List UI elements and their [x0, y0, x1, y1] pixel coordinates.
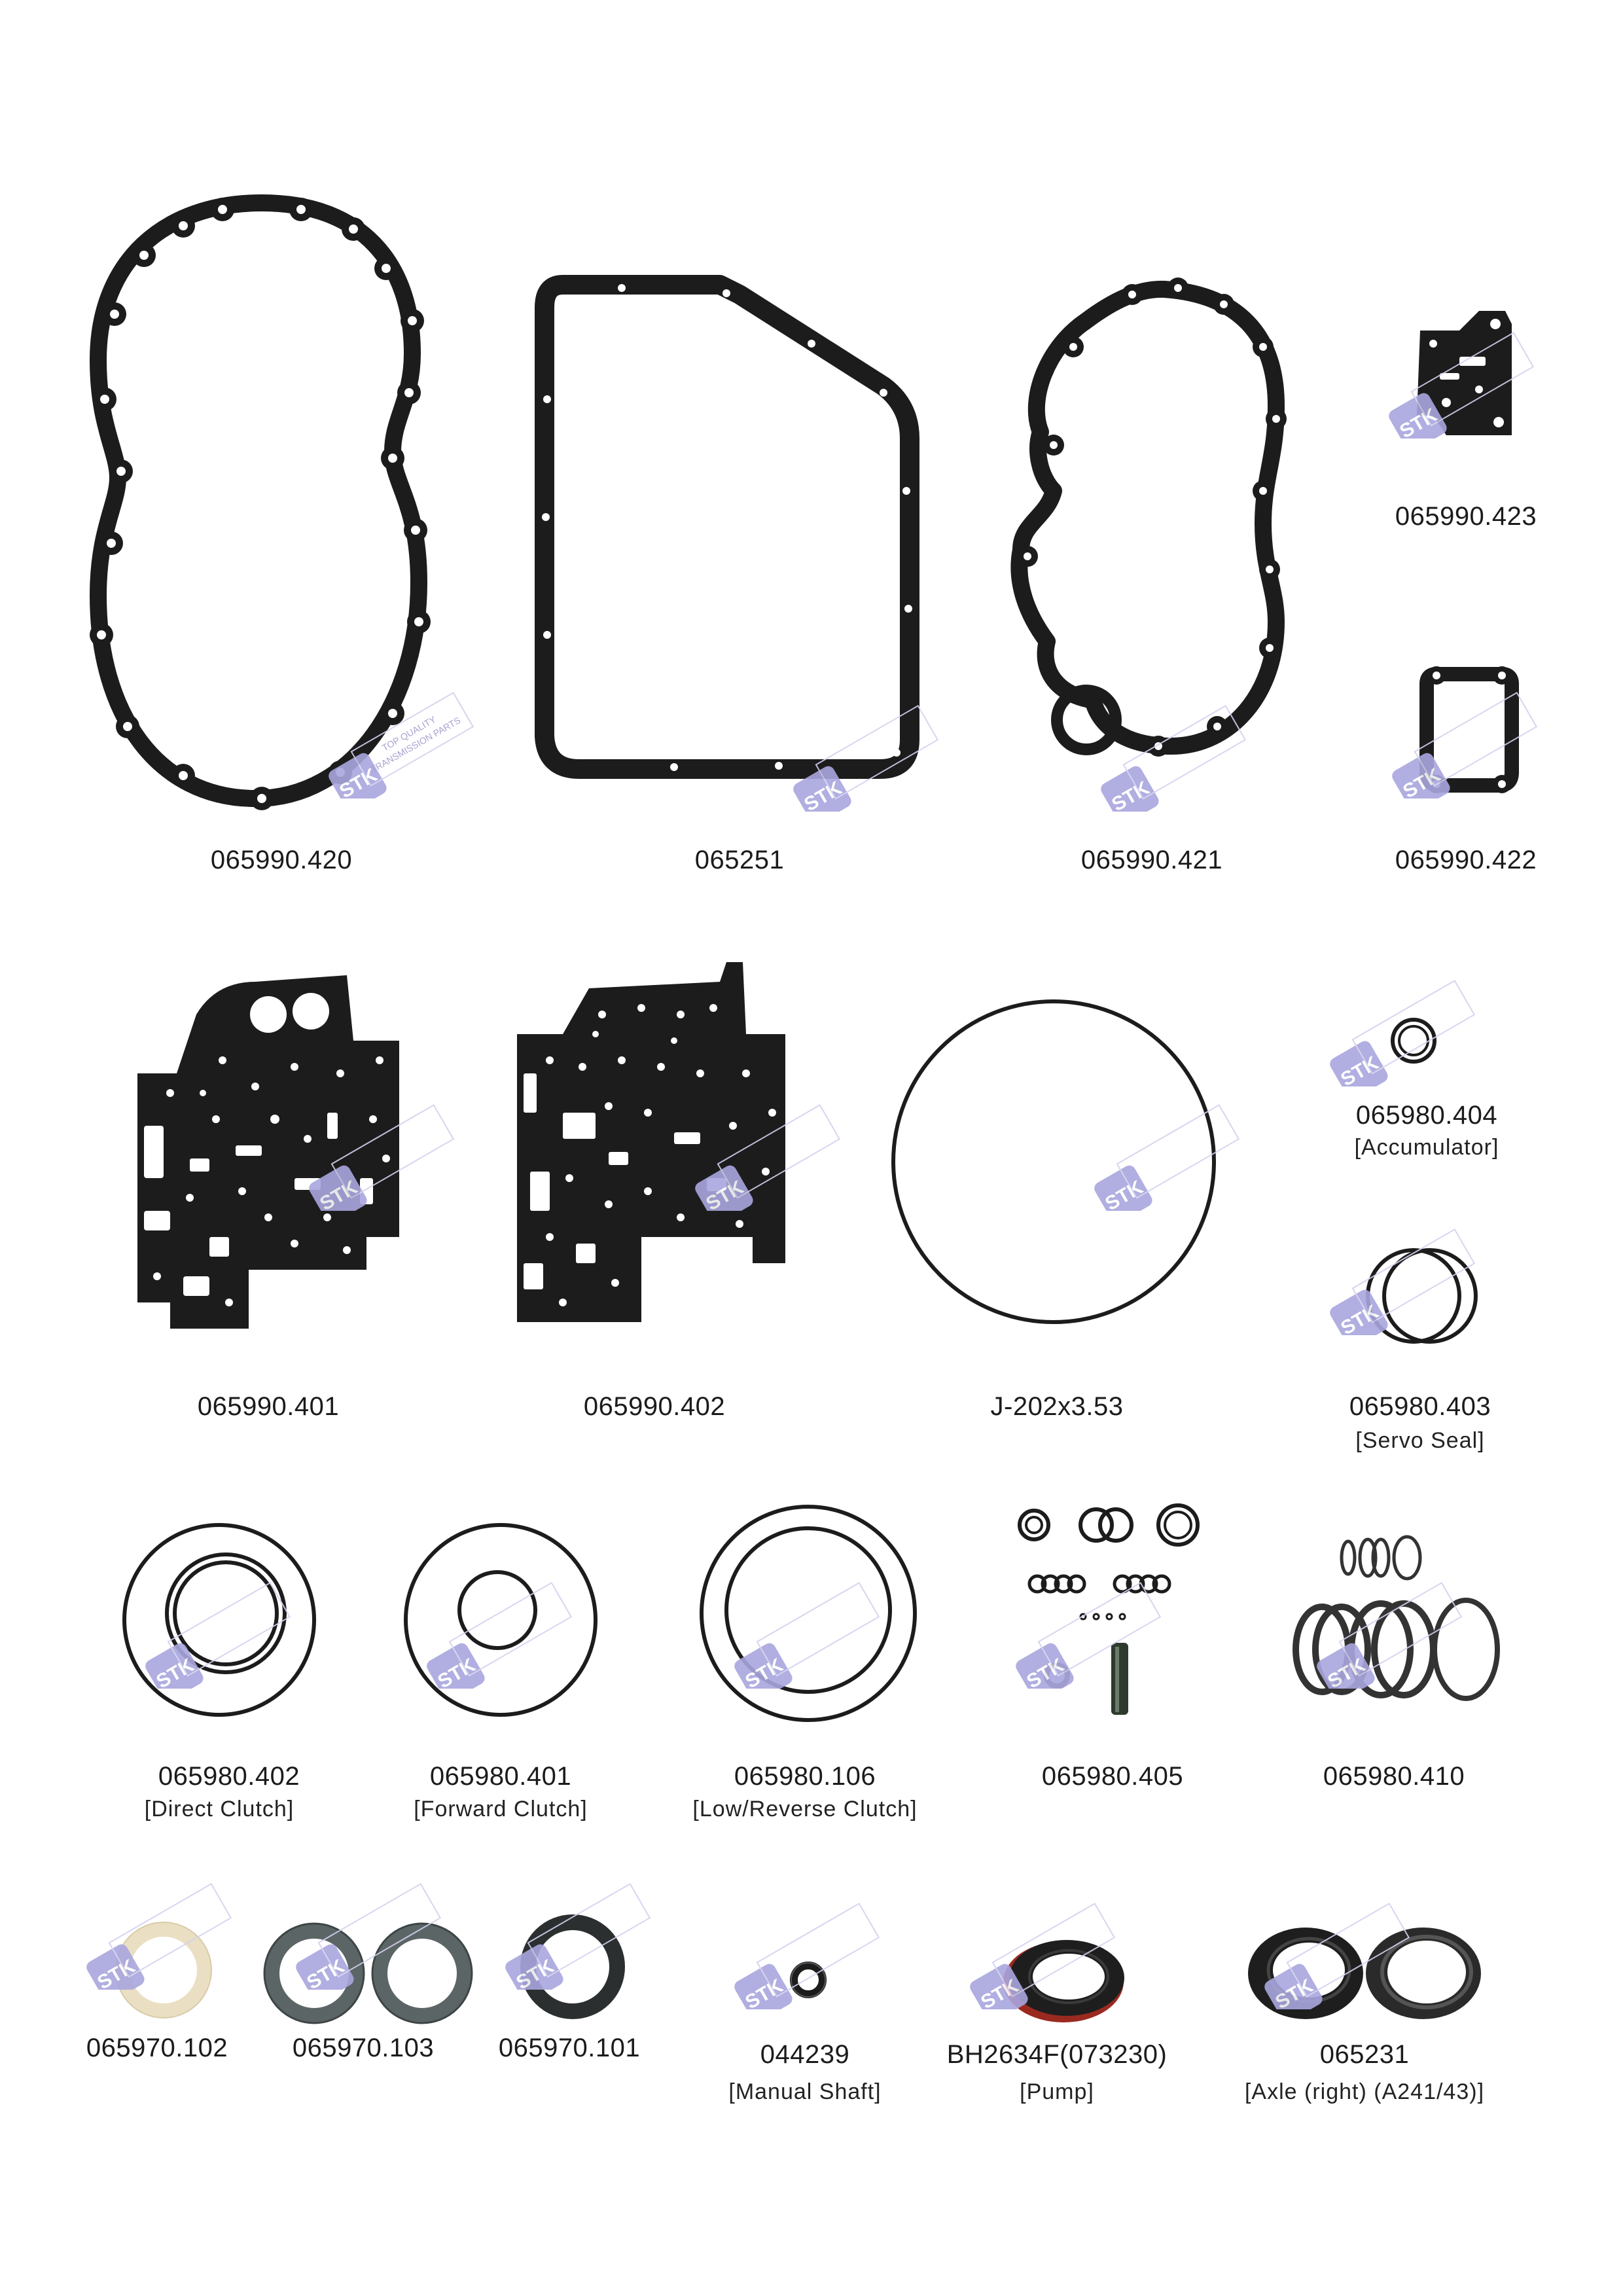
gasket-065990-420-image: [90, 194, 431, 810]
part-note: [Pump]: [1020, 2079, 1094, 2104]
part-code: 065990.402: [583, 1392, 726, 1421]
part-code: 065970.103: [292, 2034, 435, 2062]
part-note: [Manual Shaft]: [728, 2079, 882, 2104]
part-code: 065990.423: [1395, 502, 1537, 531]
part-code: 065990.401: [197, 1392, 340, 1421]
part-code: 065980.402: [158, 1762, 300, 1791]
part-note: [Forward Clutch]: [414, 1797, 588, 1821]
watermark-logo: STK: [309, 1103, 455, 1211]
watermark-logo: STK: [1094, 1103, 1240, 1211]
part-code: BH2634F(073230): [946, 2040, 1168, 2069]
watermark-logo: STK: [1264, 1902, 1410, 2009]
part-code: 065980.401: [429, 1762, 572, 1791]
part-code: 044239: [760, 2040, 850, 2069]
watermark-logo: STK: [1392, 691, 1538, 798]
watermark-logo: STK: [145, 1581, 291, 1689]
seal-044239-image: [790, 1962, 827, 1998]
gasket-065990-421-image: [1010, 278, 1287, 757]
watermark-logo: STK: [86, 1882, 232, 1990]
watermark-logo: STK: [1101, 704, 1247, 812]
seal-065980-404-image: [1391, 1018, 1436, 1064]
gasket-065990-423-image: [1417, 311, 1512, 435]
watermark-logo: STK TOP QUALITY TRANSMISSION PARTS: [329, 691, 474, 798]
seal-065970-103-image: [263, 1922, 473, 2024]
seal-kit-065980-410-image: [1293, 1535, 1500, 1701]
seal-bh2634f-image: [1003, 1940, 1124, 2022]
seal-065980-402-image: [122, 1523, 316, 1717]
part-note: [Axle (right) (A241/43)]: [1244, 2079, 1485, 2104]
part-code: 065980.405: [1041, 1762, 1184, 1791]
watermark-logo: STK: [427, 1581, 573, 1689]
part-code: 065980.404: [1355, 1101, 1498, 1130]
part-note: [Accumulator]: [1354, 1135, 1499, 1160]
part-note: [Direct Clutch]: [144, 1797, 294, 1821]
part-code: 065990.422: [1395, 846, 1537, 874]
part-note: [Servo Seal]: [1355, 1428, 1485, 1453]
watermark-logo: STK: [734, 1902, 880, 2009]
part-code: 065980.106: [734, 1762, 876, 1791]
part-code: 065980.403: [1349, 1392, 1491, 1421]
seal-065980-401-image: [404, 1523, 597, 1717]
watermark-logo: STK: [793, 704, 939, 812]
watermark-logo: STK: [695, 1103, 841, 1211]
part-code: 065980.410: [1323, 1762, 1465, 1791]
part-note: [Low/Reverse Clutch]: [692, 1797, 918, 1821]
watermark-logo: STK: [505, 1882, 651, 1990]
part-code: 065990.421: [1080, 846, 1223, 874]
part-code: 065251: [694, 846, 785, 874]
watermark-logo: STK: [296, 1882, 442, 1990]
watermark-logo: STK: [1016, 1581, 1162, 1689]
gasket-065251-image: [535, 275, 919, 779]
watermark-logo: STK: [1330, 979, 1476, 1086]
o-ring-j-202-image: [891, 999, 1216, 1324]
watermark-logo: STK: [1389, 331, 1535, 439]
watermark-logo: STK: [1317, 1581, 1463, 1689]
watermark-logo: STK: [1330, 1228, 1476, 1335]
part-code: 065990.420: [210, 846, 353, 874]
seal-065980-106-image: [700, 1505, 917, 1722]
part-code: J-202x3.53: [990, 1392, 1124, 1421]
watermark-logo: STK: [734, 1581, 880, 1689]
part-code: 065231: [1319, 2040, 1410, 2069]
watermark-logo: STK: [970, 1902, 1116, 2009]
gasket-065990-402-image: [517, 962, 785, 1322]
part-code: 065970.102: [86, 2034, 228, 2062]
gasket-065990-401-image: [137, 975, 399, 1329]
part-code: 065970.101: [498, 2034, 641, 2062]
